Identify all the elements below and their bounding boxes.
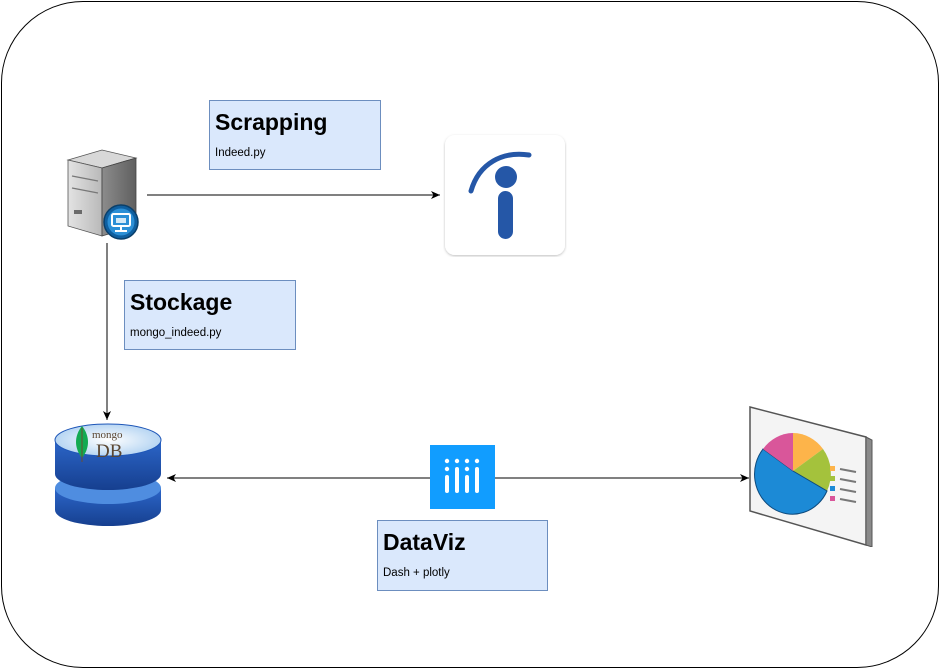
- mongodb-icon: mongo DB: [54, 423, 162, 526]
- dataviz-card: DataViz Dash + plotly: [377, 520, 548, 591]
- scrapping-card: Scrapping Indeed.py: [209, 100, 381, 170]
- dataviz-title: DataViz: [383, 529, 466, 555]
- indeed-logo-icon: [445, 135, 565, 255]
- scrapping-subtitle: Indeed.py: [215, 147, 266, 159]
- server-icon: [66, 149, 139, 240]
- stockage-title: Stockage: [130, 289, 233, 315]
- stockage-subtitle: mongo_indeed.py: [130, 327, 222, 339]
- dataviz-subtitle: Dash + plotly: [383, 567, 450, 579]
- stockage-card: Stockage mongo_indeed.py: [124, 280, 296, 350]
- mongodb-text-db: DB: [96, 441, 122, 462]
- plotly-icon: [430, 445, 495, 509]
- scrapping-title: Scrapping: [215, 109, 328, 135]
- mongodb-text-mongo: mongo: [92, 429, 123, 441]
- dashboard-icon: [749, 406, 873, 547]
